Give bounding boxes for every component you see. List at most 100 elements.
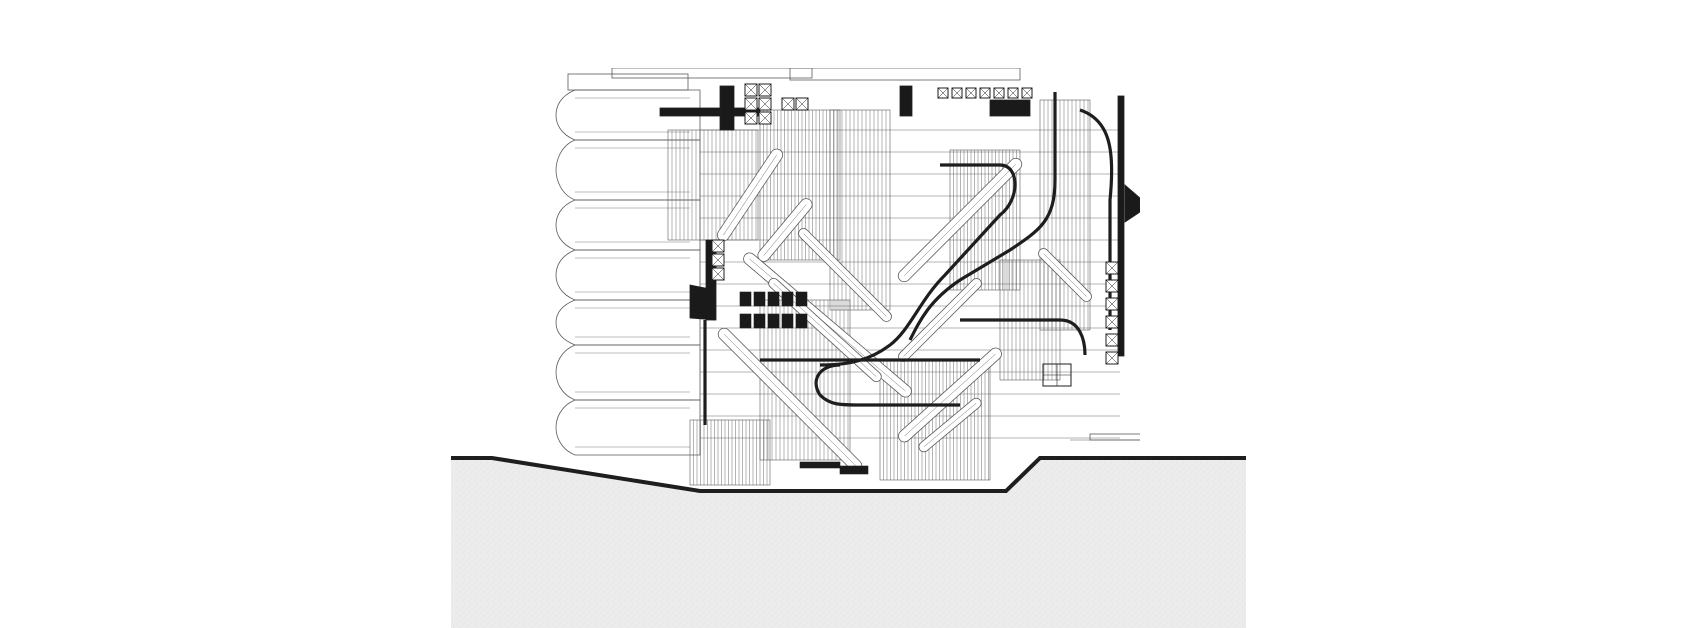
plant-box-roof-1-cross [937, 87, 949, 99]
shaft-box-right-3 [1105, 297, 1119, 311]
hatch-zone-c-frame [829, 109, 891, 311]
heavy-ramp-5 [960, 318, 1087, 356]
shaft-box-right-6-cross [1105, 351, 1119, 365]
seating-block [739, 291, 752, 307]
shaft-box-top-5 [781, 97, 795, 111]
shaft-box-left-1-cross [711, 239, 725, 253]
seating-block [753, 313, 766, 329]
facade-band-3 [555, 199, 701, 251]
facade-band-5 [555, 299, 701, 346]
shaft-box-left-2-cross [711, 253, 725, 267]
hatch-zone-e-frame [1039, 99, 1091, 331]
escalator-tube-6 [897, 157, 1023, 283]
solid-roof-plant [989, 99, 1031, 117]
hatch-zone-i-frame [689, 419, 771, 486]
hatch-zone-a-frame [667, 129, 759, 241]
escalator-tube-2-axis [763, 204, 807, 256]
heavy-ramp-1 [908, 92, 1057, 341]
solid-column-b [899, 85, 913, 117]
shaft-box-top-3 [744, 97, 758, 111]
hatch-zone-c [829, 109, 891, 311]
facade-band-6 [555, 344, 701, 401]
plant-box-roof-7 [1021, 87, 1033, 99]
escalator-tube-11-axis [803, 233, 887, 317]
escalator-tube-9-axis [923, 403, 977, 447]
solid-facade-right [1117, 95, 1125, 357]
seating-block [781, 313, 794, 329]
ground-plinth-a [839, 465, 869, 475]
solid-bay-right [1124, 184, 1140, 223]
plant-box-roof-6 [1007, 87, 1019, 99]
plant-box-roof-7-cross [1021, 87, 1033, 99]
seating-block [767, 291, 780, 307]
plant-box-roof-4 [979, 87, 991, 99]
seating-block [767, 313, 780, 329]
escalator-tube-10-axis [1043, 253, 1087, 297]
plant-box-roof-2 [951, 87, 963, 99]
plant-box-roof-5-cross [993, 87, 1005, 99]
facade-band-2 [555, 139, 701, 201]
hatch-zone-a [667, 129, 759, 241]
seating-block [781, 291, 794, 307]
escalator-tube-8-axis [904, 353, 996, 437]
shaft-box-left-3-cross [711, 267, 725, 281]
seating-block [795, 291, 808, 307]
seating-block [753, 291, 766, 307]
shaft-box-left-3 [711, 267, 725, 281]
shaft-box-right-2-cross [1105, 279, 1119, 293]
escalator-tube-8 [898, 347, 1002, 443]
shaft-box-top-6 [795, 97, 809, 111]
facade-band-4 [555, 249, 701, 301]
seating-block [739, 313, 752, 329]
plant-box-roof-2-cross [951, 87, 963, 99]
ground-mass [451, 458, 1246, 628]
shaft-box-top-2 [758, 83, 772, 97]
shaft-box-top-8-cross [758, 111, 772, 125]
shaft-box-top-4-cross [758, 97, 772, 111]
shaft-box-top-6-cross [795, 97, 809, 111]
shaft-box-right-5-cross [1105, 333, 1119, 347]
plant-box-roof-3 [965, 87, 977, 99]
escalator-tube-1 [716, 148, 784, 242]
shaft-box-right-4 [1105, 315, 1119, 329]
shaft-box-right-6 [1105, 351, 1119, 365]
shaft-box-top-1 [744, 83, 758, 97]
escalator-tube-10 [1038, 248, 1092, 302]
escalator-tube-6-axis [904, 164, 1016, 276]
shaft-box-right-1 [1105, 261, 1119, 275]
shaft-box-right-2 [1105, 279, 1119, 293]
shaft-box-top-7-cross [744, 111, 758, 125]
escalator-tube-5-axis [724, 334, 856, 466]
facade-band-7 [555, 399, 701, 456]
shaft-box-right-3-cross [1105, 297, 1119, 311]
plant-box-roof-3-cross [965, 87, 977, 99]
shaft-box-top-5-cross [781, 97, 795, 111]
escalator-tube-7-axis [903, 283, 977, 357]
hatch-zone-i [689, 419, 771, 486]
heavy-ramp-4 [814, 363, 960, 407]
ground-line [451, 456, 1246, 493]
solid-column-a [719, 85, 735, 131]
plant-box-roof-4-cross [979, 87, 991, 99]
roof-parapet [611, 68, 813, 79]
solid-balcony-left [689, 284, 716, 321]
shaft-box-left-1 [711, 239, 725, 253]
shaft-box-right-4-cross [1105, 315, 1119, 329]
shaft-box-right-5 [1105, 333, 1119, 347]
shaft-box-left-2 [711, 253, 725, 267]
roof-parapet-right [789, 68, 1021, 81]
escalator-tube-9 [918, 397, 982, 453]
seating-block [795, 313, 808, 329]
escalator-tube-1-axis [723, 154, 777, 236]
shaft-box-top-2-cross [758, 83, 772, 97]
shaft-box-top-3-cross [744, 97, 758, 111]
ground-terrace [1089, 433, 1140, 441]
plant-box-roof-1 [937, 87, 949, 99]
plant-box-roof-5 [993, 87, 1005, 99]
shaft-box-top-1-cross [744, 83, 758, 97]
shaft-box-top-8 [758, 111, 772, 125]
ground-plinth-b [799, 461, 841, 469]
heavy-ramp-6 [1079, 108, 1114, 330]
